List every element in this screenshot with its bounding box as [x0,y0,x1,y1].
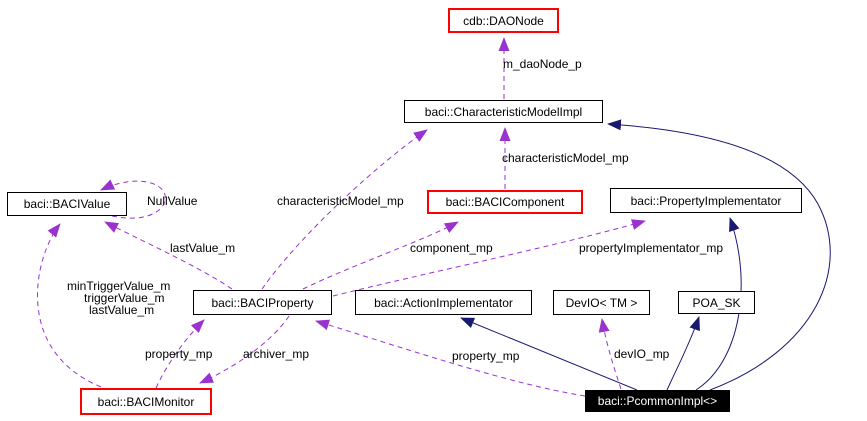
edge-label-triggervalue-m: triggerValue_m [84,291,165,305]
edge-usage-devio-mp [598,318,622,390]
node-baci-baciproperty[interactable]: baci::BACIProperty [193,290,332,315]
edge-usage-nullvalue-self-loop [100,179,166,219]
node-cdb-daonode[interactable]: cdb::DAONode [448,8,559,33]
node-baci-bacivalue[interactable]: baci::BACIValue [7,192,127,216]
edge-label-lastvalue-m-property: lastValue_m [170,241,236,255]
edge-usage-lastvalue-m-property [104,221,233,290]
edge-usage-archiver-mp [199,315,290,384]
node-devio-tm[interactable]: DevIO< TM > [553,290,650,315]
edge-usage-monitor-values [37,223,102,388]
node-baci-pcommonimpl: baci::PcommonImpl<> [585,390,730,412]
node-baci-characteristicmodelimpl[interactable]: baci::CharacteristicModelImpl [404,100,603,123]
edge-label-mintriggervalue-m: minTriggerValue_m [67,279,171,293]
node-baci-propertyimplementator[interactable]: baci::PropertyImplementator [610,188,802,213]
edge-label-devio-mp: devIO_mp [614,347,670,361]
edge-label-m-daonode-p: m_daoNode_p [503,57,582,71]
edge-usage-propertyimplementator-mp [332,219,646,297]
edge-label-characteristicmodel-mp-component: characteristicModel_mp [502,151,629,165]
edge-inherit-actionimplementator [460,317,638,391]
edge-usage-component-mp [302,221,459,290]
edge-label-propertyimplementator-mp: propertyImplementator_mp [579,241,724,255]
edge-label-property-mp-monitor: property_mp [145,347,213,361]
edge-inherit-characteristicmodelimpl [607,119,831,391]
edge-inherit-poa-sk [666,316,700,391]
node-baci-bacicomponent[interactable]: baci::BACIComponent [427,190,583,214]
edge-label-property-mp-pcommon: property_mp [452,349,520,363]
edge-inherit-propertyimplementator [695,217,742,391]
node-baci-bacimonitor[interactable]: baci::BACIMonitor [80,388,212,415]
edge-label-nullvalue: NullValue [147,194,198,208]
edge-label-lastvalue-m-monitor: lastValue_m [89,303,155,317]
edge-usage-property-mp-pcommon [315,319,586,397]
edge-usage-characteristicmodel-mp-from-property [261,129,428,290]
edge-label-archiver-mp: archiver_mp [243,347,310,361]
edge-label-characteristicmodel-mp-property: characteristicModel_mp [277,194,404,208]
node-poa-sk[interactable]: POA_SK [678,291,755,314]
edge-label-component-mp: component_mp [410,241,493,255]
edge-usage-property-mp-monitor [155,319,205,389]
node-baci-actionimplementator[interactable]: baci::ActionImplementator [355,290,532,315]
